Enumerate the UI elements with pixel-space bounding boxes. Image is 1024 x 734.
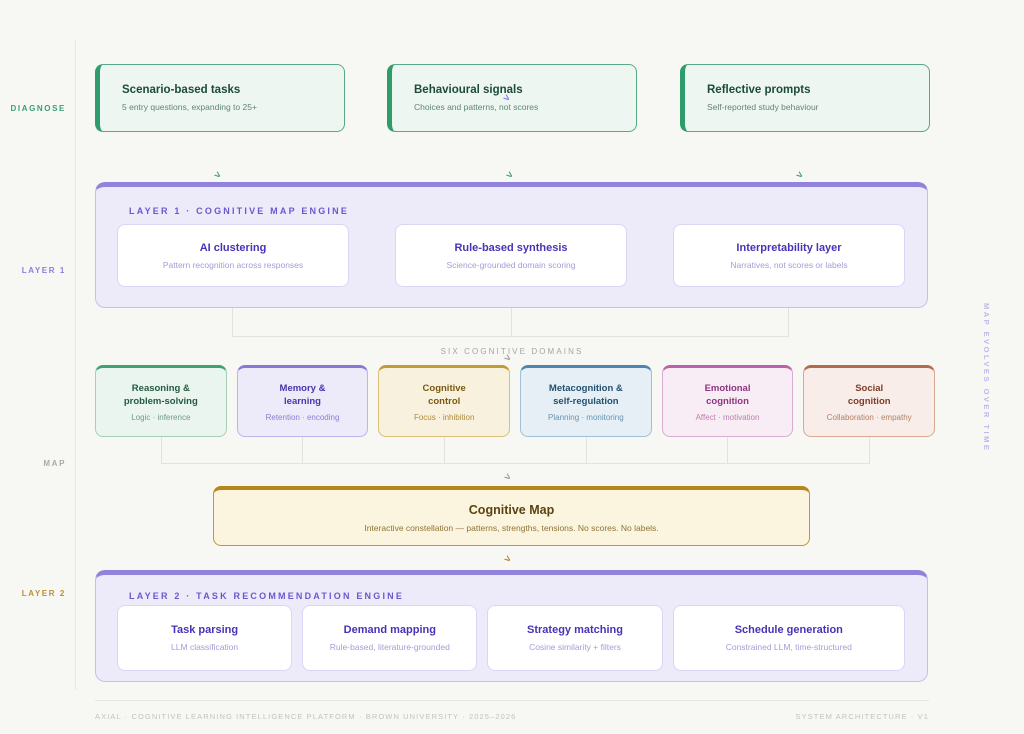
domains-row: Reasoning & problem-solving Logic · infe… bbox=[95, 365, 936, 437]
card-task-parsing: Task parsing LLM classification bbox=[117, 605, 293, 671]
card-ai-clustering: AI clustering Pattern recognition across… bbox=[117, 224, 349, 287]
card-title: Rule-based synthesis bbox=[454, 241, 568, 254]
card-subtitle: Narratives, not scores or labels bbox=[730, 259, 848, 270]
layer1-panel: LAYER 1 · COGNITIVE MAP ENGINE AI cluste… bbox=[95, 182, 928, 308]
domain-subtitle: Focus · inhibition bbox=[413, 413, 475, 423]
card-title: Interpretability layer bbox=[736, 241, 842, 254]
card-rule-based-synthesis: Rule-based synthesis Science-grounded do… bbox=[395, 224, 627, 287]
domain-title: Social cognition bbox=[847, 382, 891, 407]
domain-subtitle: Planning · monitoring bbox=[548, 413, 624, 423]
flow-arrow-icon: > bbox=[211, 169, 223, 182]
connector-line bbox=[302, 437, 303, 463]
flow-arrow-icon: > bbox=[501, 471, 513, 484]
card-subtitle: LLM classification bbox=[171, 642, 239, 652]
connector-line bbox=[444, 437, 445, 463]
domain-title: Cognitive control bbox=[422, 382, 466, 407]
card-interpretability-layer: Interpretability layer Narratives, not s… bbox=[673, 224, 905, 287]
card-scenario-based-tasks: Scenario-based tasks 5 entry questions, … bbox=[95, 64, 345, 132]
connector-line bbox=[869, 437, 870, 463]
layer2-panel: LAYER 2 · TASK RECOMMENDATION ENGINE Tas… bbox=[95, 570, 928, 682]
connector-line bbox=[788, 308, 789, 336]
footer-right-text: SYSTEM ARCHITECTURE · V1 bbox=[795, 712, 929, 721]
domain-emotional-cognition: Emotional cognition Affect · motivation bbox=[661, 365, 794, 437]
connector-line bbox=[511, 308, 512, 336]
domain-cognitive-control: Cognitive control Focus · inhibition bbox=[378, 365, 511, 437]
domain-subtitle: Retention · encoding bbox=[265, 413, 340, 423]
card-title: Strategy matching bbox=[527, 624, 623, 636]
card-demand-mapping: Demand mapping Rule-based, literature-gr… bbox=[302, 605, 478, 671]
layer1-header: LAYER 1 · COGNITIVE MAP ENGINE bbox=[129, 206, 350, 216]
stage-label-diagnose: DIAGNOSE bbox=[10, 104, 66, 113]
card-subtitle: Constrained LLM, time-structured bbox=[725, 642, 852, 652]
card-title: Scenario-based tasks bbox=[122, 84, 241, 96]
connector-line bbox=[232, 308, 233, 336]
card-title: AI clustering bbox=[199, 241, 267, 254]
domain-memory-learning: Memory & learning Retention · encoding bbox=[236, 365, 369, 437]
cognitive-map-title: Cognitive Map bbox=[468, 502, 555, 517]
domain-reasoning-problem-solving: Reasoning & problem-solving Logic · infe… bbox=[95, 365, 227, 437]
domain-metacognition-self-regulation: Metacognition & self-regulation Planning… bbox=[520, 365, 652, 437]
card-subtitle: Pattern recognition across responses bbox=[162, 259, 304, 270]
card-title: Schedule generation bbox=[734, 624, 843, 636]
card-subtitle: Self-reported study behaviour bbox=[707, 102, 819, 112]
domain-title: Emotional cognition bbox=[704, 382, 751, 407]
card-subtitle: Cosine similarity + filters bbox=[529, 642, 621, 652]
card-title: Reflective prompts bbox=[707, 84, 811, 96]
card-subtitle: Choices and patterns, not scores bbox=[414, 102, 539, 112]
domain-subtitle: Affect · motivation bbox=[695, 413, 760, 423]
layer1-cards: AI clustering Pattern recognition across… bbox=[117, 224, 905, 287]
footer-left-text: AXIAL · COGNITIVE LEARNING INTELLIGENCE … bbox=[95, 712, 517, 721]
domain-subtitle: Collaboration · empathy bbox=[826, 413, 912, 423]
domain-title: Metacognition & self-regulation bbox=[548, 382, 623, 407]
card-behavioural-signals: Behavioural signals Choices and patterns… bbox=[387, 64, 637, 132]
card-title: Behavioural signals bbox=[414, 84, 523, 96]
connector-line bbox=[161, 463, 870, 464]
domains-header: SIX COGNITIVE DOMAINS bbox=[440, 347, 584, 356]
domain-social-cognition: Social cognition Collaboration · empathy bbox=[803, 365, 936, 437]
flow-arrow-icon: > bbox=[503, 169, 515, 182]
flow-arrow-icon: > bbox=[501, 553, 513, 566]
card-schedule-generation: Schedule generation Constrained LLM, tim… bbox=[672, 605, 905, 671]
domain-title: Reasoning & problem-solving bbox=[123, 382, 198, 407]
stage-label-map: MAP bbox=[43, 459, 66, 468]
stage-label-layer2: LAYER 2 bbox=[21, 589, 66, 598]
domain-title: Memory & learning bbox=[279, 382, 326, 407]
card-subtitle: Science-grounded domain scoring bbox=[446, 259, 576, 270]
card-reflective-prompts: Reflective prompts Self-reported study b… bbox=[680, 64, 930, 132]
connector-line bbox=[232, 336, 789, 337]
card-subtitle: Rule-based, literature-grounded bbox=[329, 642, 450, 652]
stage-label-layer1: LAYER 1 bbox=[21, 266, 66, 275]
side-note: MAP EVOLVES OVER TIME bbox=[982, 303, 991, 453]
card-subtitle: 5 entry questions, expanding to 25+ bbox=[122, 102, 257, 112]
connector-line bbox=[586, 437, 587, 463]
card-title: Demand mapping bbox=[343, 624, 436, 636]
layer2-header: LAYER 2 · TASK RECOMMENDATION ENGINE bbox=[129, 591, 405, 601]
domain-subtitle: Logic · inference bbox=[131, 413, 191, 423]
card-title: Task parsing bbox=[171, 624, 239, 636]
flow-arrow-icon: > bbox=[793, 169, 805, 182]
cognitive-map-subtitle: Interactive constellation — patterns, st… bbox=[364, 522, 659, 533]
layer2-cards: Task parsing LLM classification Demand m… bbox=[117, 605, 905, 671]
connector-line bbox=[727, 437, 728, 463]
cognitive-map-node: Cognitive Map Interactive constellation … bbox=[213, 486, 810, 546]
footer-divider bbox=[95, 700, 929, 701]
left-guide-line bbox=[75, 40, 76, 690]
card-strategy-matching: Strategy matching Cosine similarity + fi… bbox=[487, 605, 663, 671]
connector-line bbox=[161, 437, 162, 463]
